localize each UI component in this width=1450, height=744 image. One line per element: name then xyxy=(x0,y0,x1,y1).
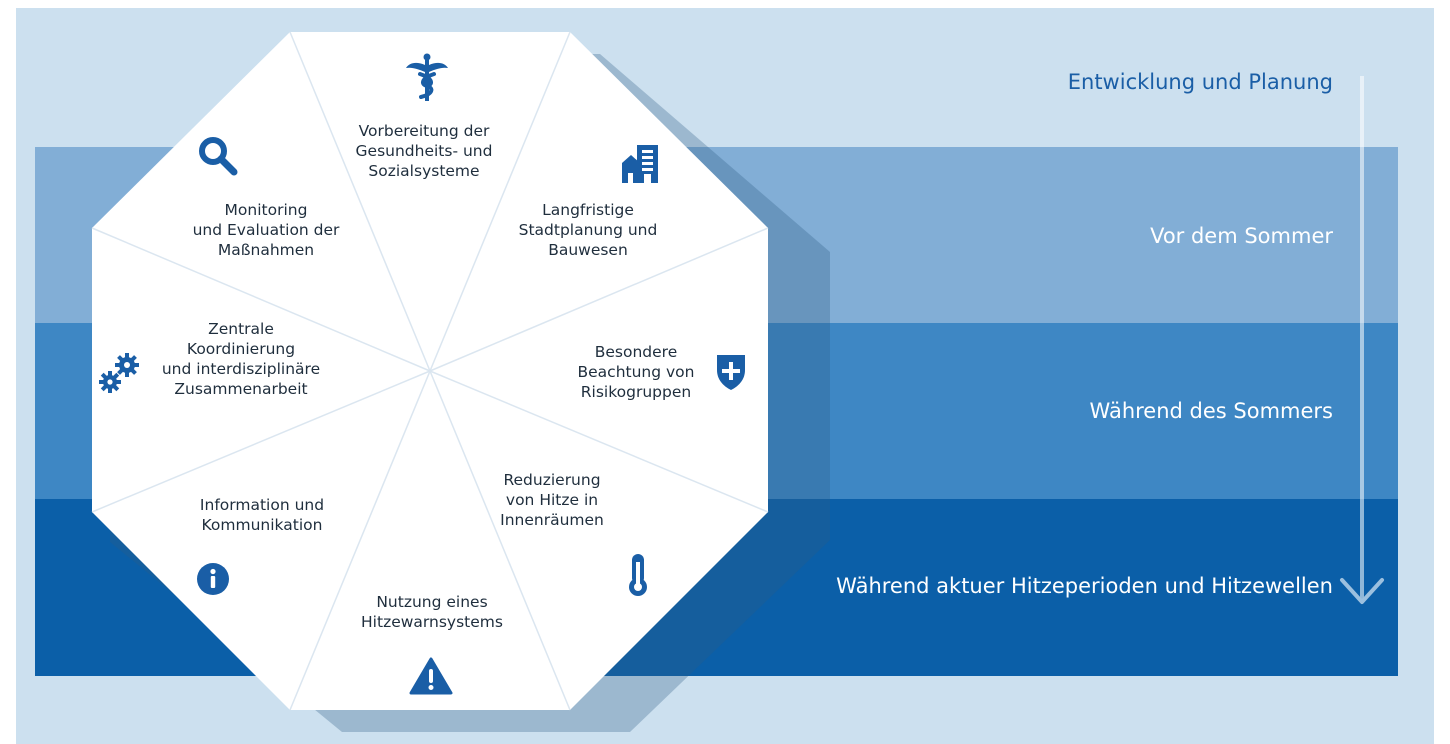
phase-label-before-summer: Vor dem Sommer xyxy=(1150,224,1333,248)
phase-label-during-summer: Während des Sommers xyxy=(1089,399,1333,423)
info-icon xyxy=(197,563,229,595)
thermometer-icon xyxy=(629,554,647,596)
gears-icon xyxy=(99,353,139,393)
caduceus-icon xyxy=(406,53,448,101)
phase-label-heatwaves: Während aktuer Hitzeperioden und Hitzewe… xyxy=(836,574,1333,598)
building-icon xyxy=(622,145,658,183)
search-icon xyxy=(199,137,238,176)
warning-icon xyxy=(409,657,453,695)
shield-plus-icon xyxy=(717,355,745,390)
timeline-arrow-icon xyxy=(1340,76,1384,604)
phase-label-planning: Entwicklung und Planung xyxy=(1067,70,1333,94)
